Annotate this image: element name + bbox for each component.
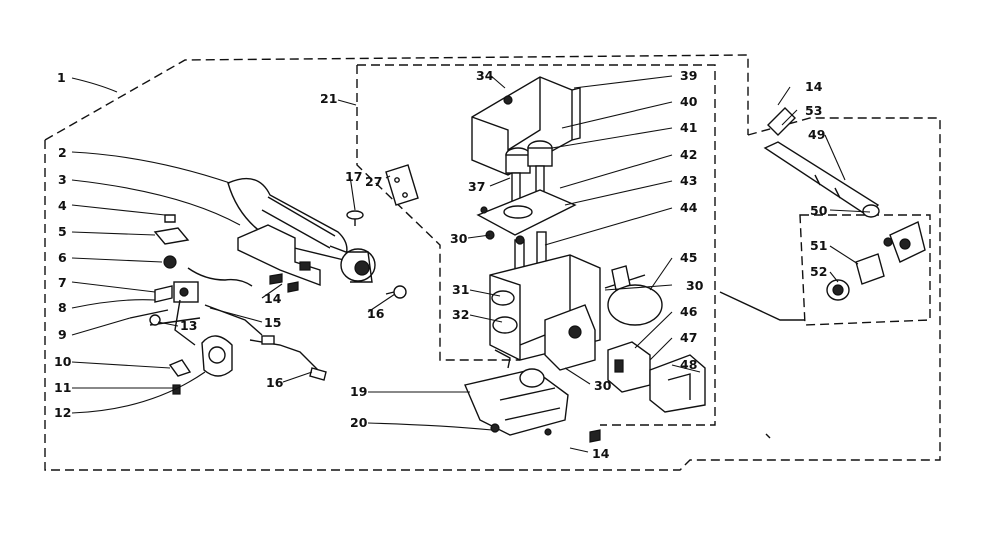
callout-52: 52 <box>810 264 827 279</box>
callout-50: 50 <box>810 203 828 218</box>
callout-1: 1 <box>57 70 66 85</box>
valve-plate-part <box>476 189 577 240</box>
callout-2: 2 <box>58 145 67 160</box>
callout-16-right: 16 <box>367 306 385 321</box>
burner-bracket-part <box>237 224 321 287</box>
callout-47: 47 <box>680 330 697 345</box>
gasket-27-part <box>385 164 419 206</box>
callout-21: 21 <box>320 91 337 106</box>
clip-53-part <box>767 107 796 136</box>
callout-16-left: 16 <box>266 375 284 390</box>
callout-15: 15 <box>264 315 281 330</box>
callout-41: 41 <box>680 120 697 135</box>
burner-tube-part <box>227 177 376 283</box>
callout-53: 53 <box>805 103 822 118</box>
valve-subassembly-outline <box>356 64 716 426</box>
callout-31: 31 <box>452 282 469 297</box>
switch-46-48-part <box>607 341 706 413</box>
callout-43: 43 <box>680 173 697 188</box>
callout-14-top-right: 14 <box>805 79 823 94</box>
callout-10: 10 <box>54 354 72 369</box>
callout-8: 8 <box>58 300 67 315</box>
callout-12: 12 <box>54 405 71 420</box>
callout-14-bottom: 14 <box>592 446 610 461</box>
callout-labels: 1 2 3 4 5 6 7 8 9 10 11 12 13 14 15 16 1… <box>54 68 828 461</box>
left-small-parts <box>129 214 299 395</box>
callout-20: 20 <box>350 415 368 430</box>
callout-30-right: 30 <box>686 278 704 293</box>
gas-valve-body-part <box>489 254 601 371</box>
callout-42: 42 <box>680 147 697 162</box>
leader-lines <box>71 74 871 453</box>
elbow-fitting-50-part <box>883 221 926 263</box>
callout-13: 13 <box>180 318 197 333</box>
main-assembly-outline <box>44 54 941 471</box>
callout-4: 4 <box>58 198 67 213</box>
mounting-bracket-19-part <box>464 368 601 443</box>
pipe-nipple-49-part <box>763 141 880 218</box>
solenoid-knobs-part <box>505 140 553 204</box>
callout-37: 37 <box>468 179 485 194</box>
callout-40: 40 <box>680 94 698 109</box>
thermocouple-tube-part <box>249 285 407 381</box>
callout-46: 46 <box>680 304 698 319</box>
callout-5: 5 <box>58 224 67 239</box>
callout-27: 27 <box>365 174 382 189</box>
callout-14-left: 14 <box>264 291 282 306</box>
callout-17: 17 <box>345 169 362 184</box>
callout-45: 45 <box>680 250 697 265</box>
callout-49: 49 <box>808 127 825 142</box>
callout-7: 7 <box>58 275 67 290</box>
callout-39: 39 <box>680 68 697 83</box>
callout-48: 48 <box>680 357 697 372</box>
screw-17-part <box>346 210 364 226</box>
callout-9: 9 <box>58 327 67 342</box>
callout-3: 3 <box>58 172 67 187</box>
callout-34: 34 <box>476 68 494 83</box>
callout-30-bottom: 30 <box>594 378 612 393</box>
adapter-51-52-part <box>826 253 885 301</box>
callout-11: 11 <box>54 380 71 395</box>
valve-stems-part <box>514 231 547 277</box>
callout-6: 6 <box>58 250 67 265</box>
spring-45-part <box>604 265 663 326</box>
callout-32: 32 <box>452 307 469 322</box>
callout-44: 44 <box>680 200 698 215</box>
callout-19: 19 <box>350 384 367 399</box>
fitting-subassembly-outline <box>747 117 940 326</box>
callout-51: 51 <box>810 238 827 253</box>
stray-mark <box>765 433 771 439</box>
callout-30-left: 30 <box>450 231 468 246</box>
